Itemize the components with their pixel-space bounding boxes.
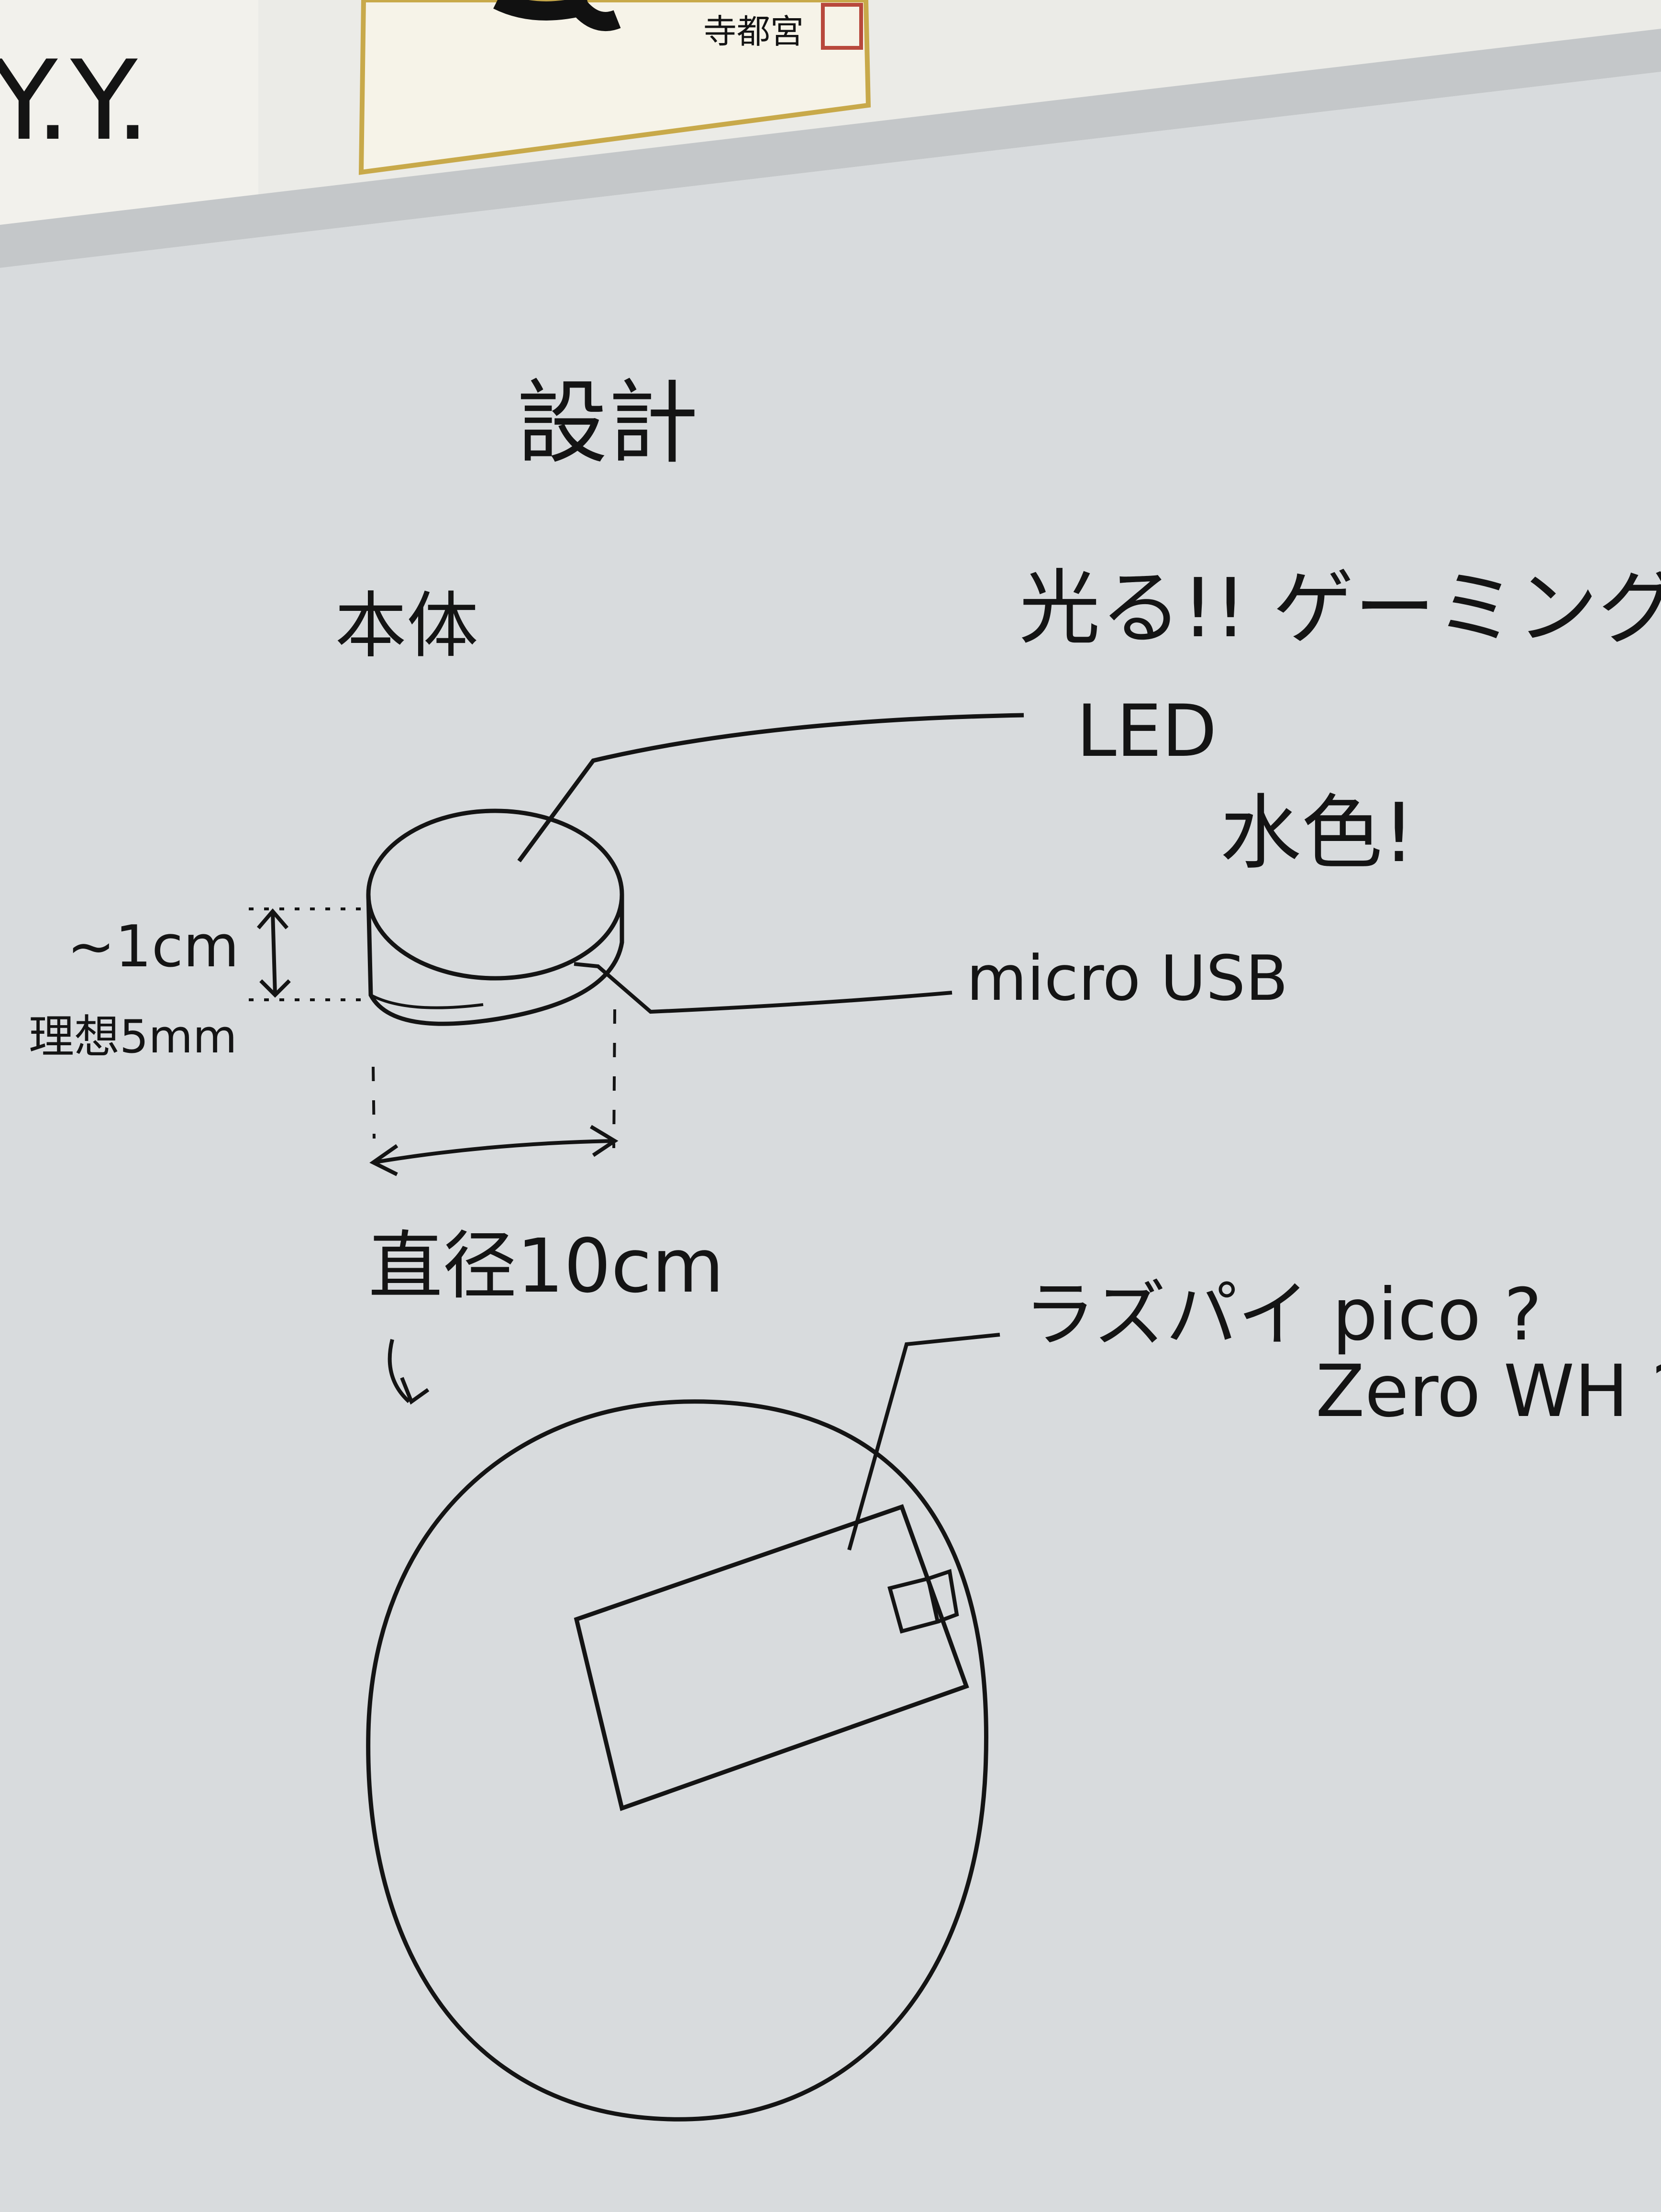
usb-label: micro USB bbox=[966, 942, 1288, 1015]
height-label: ~1cm bbox=[67, 914, 239, 980]
title-text: 設計 bbox=[517, 370, 698, 476]
pi-leader-line bbox=[847, 1333, 1000, 1551]
diameter-label: 直径10cm bbox=[368, 1223, 724, 1309]
pi-board-rect bbox=[574, 1504, 969, 1811]
glow-label: 光る!! ゲーミング bbox=[1019, 561, 1661, 656]
ideal-label: 理想5mm bbox=[29, 1011, 237, 1063]
down-arrow bbox=[388, 1339, 430, 1405]
led-leader-line bbox=[517, 713, 1024, 863]
shikishi-seal bbox=[821, 3, 863, 50]
top-view-circle bbox=[366, 1399, 988, 2122]
diameter-dashed-right bbox=[612, 1009, 616, 1149]
pi-usb-port bbox=[887, 1569, 959, 1634]
color-label: 水色! bbox=[1220, 786, 1415, 881]
top-note-text: Y.Y. bbox=[0, 37, 150, 165]
board-label: ラズパイ pico ? bbox=[1024, 1273, 1542, 1357]
device-side bbox=[366, 894, 624, 1026]
shikishi-calligraphy bbox=[493, 0, 621, 31]
led-label: LED bbox=[1076, 690, 1217, 773]
shikishi-signature: 寺都宮 bbox=[703, 12, 804, 51]
shikishi-board bbox=[358, 0, 871, 175]
body-label: 本体 bbox=[335, 585, 478, 668]
note-card bbox=[0, 0, 258, 225]
board-alt-label: Zero WH ? bbox=[1316, 1350, 1661, 1433]
height-arrow bbox=[256, 908, 291, 998]
device-bottom-edge bbox=[370, 994, 484, 1009]
usb-leader-line bbox=[574, 962, 952, 1014]
board-surface bbox=[0, 72, 1661, 2212]
diameter-arrow bbox=[369, 1125, 619, 1176]
board-frame bbox=[0, 29, 1661, 268]
diameter-dashed-left bbox=[372, 1066, 376, 1139]
